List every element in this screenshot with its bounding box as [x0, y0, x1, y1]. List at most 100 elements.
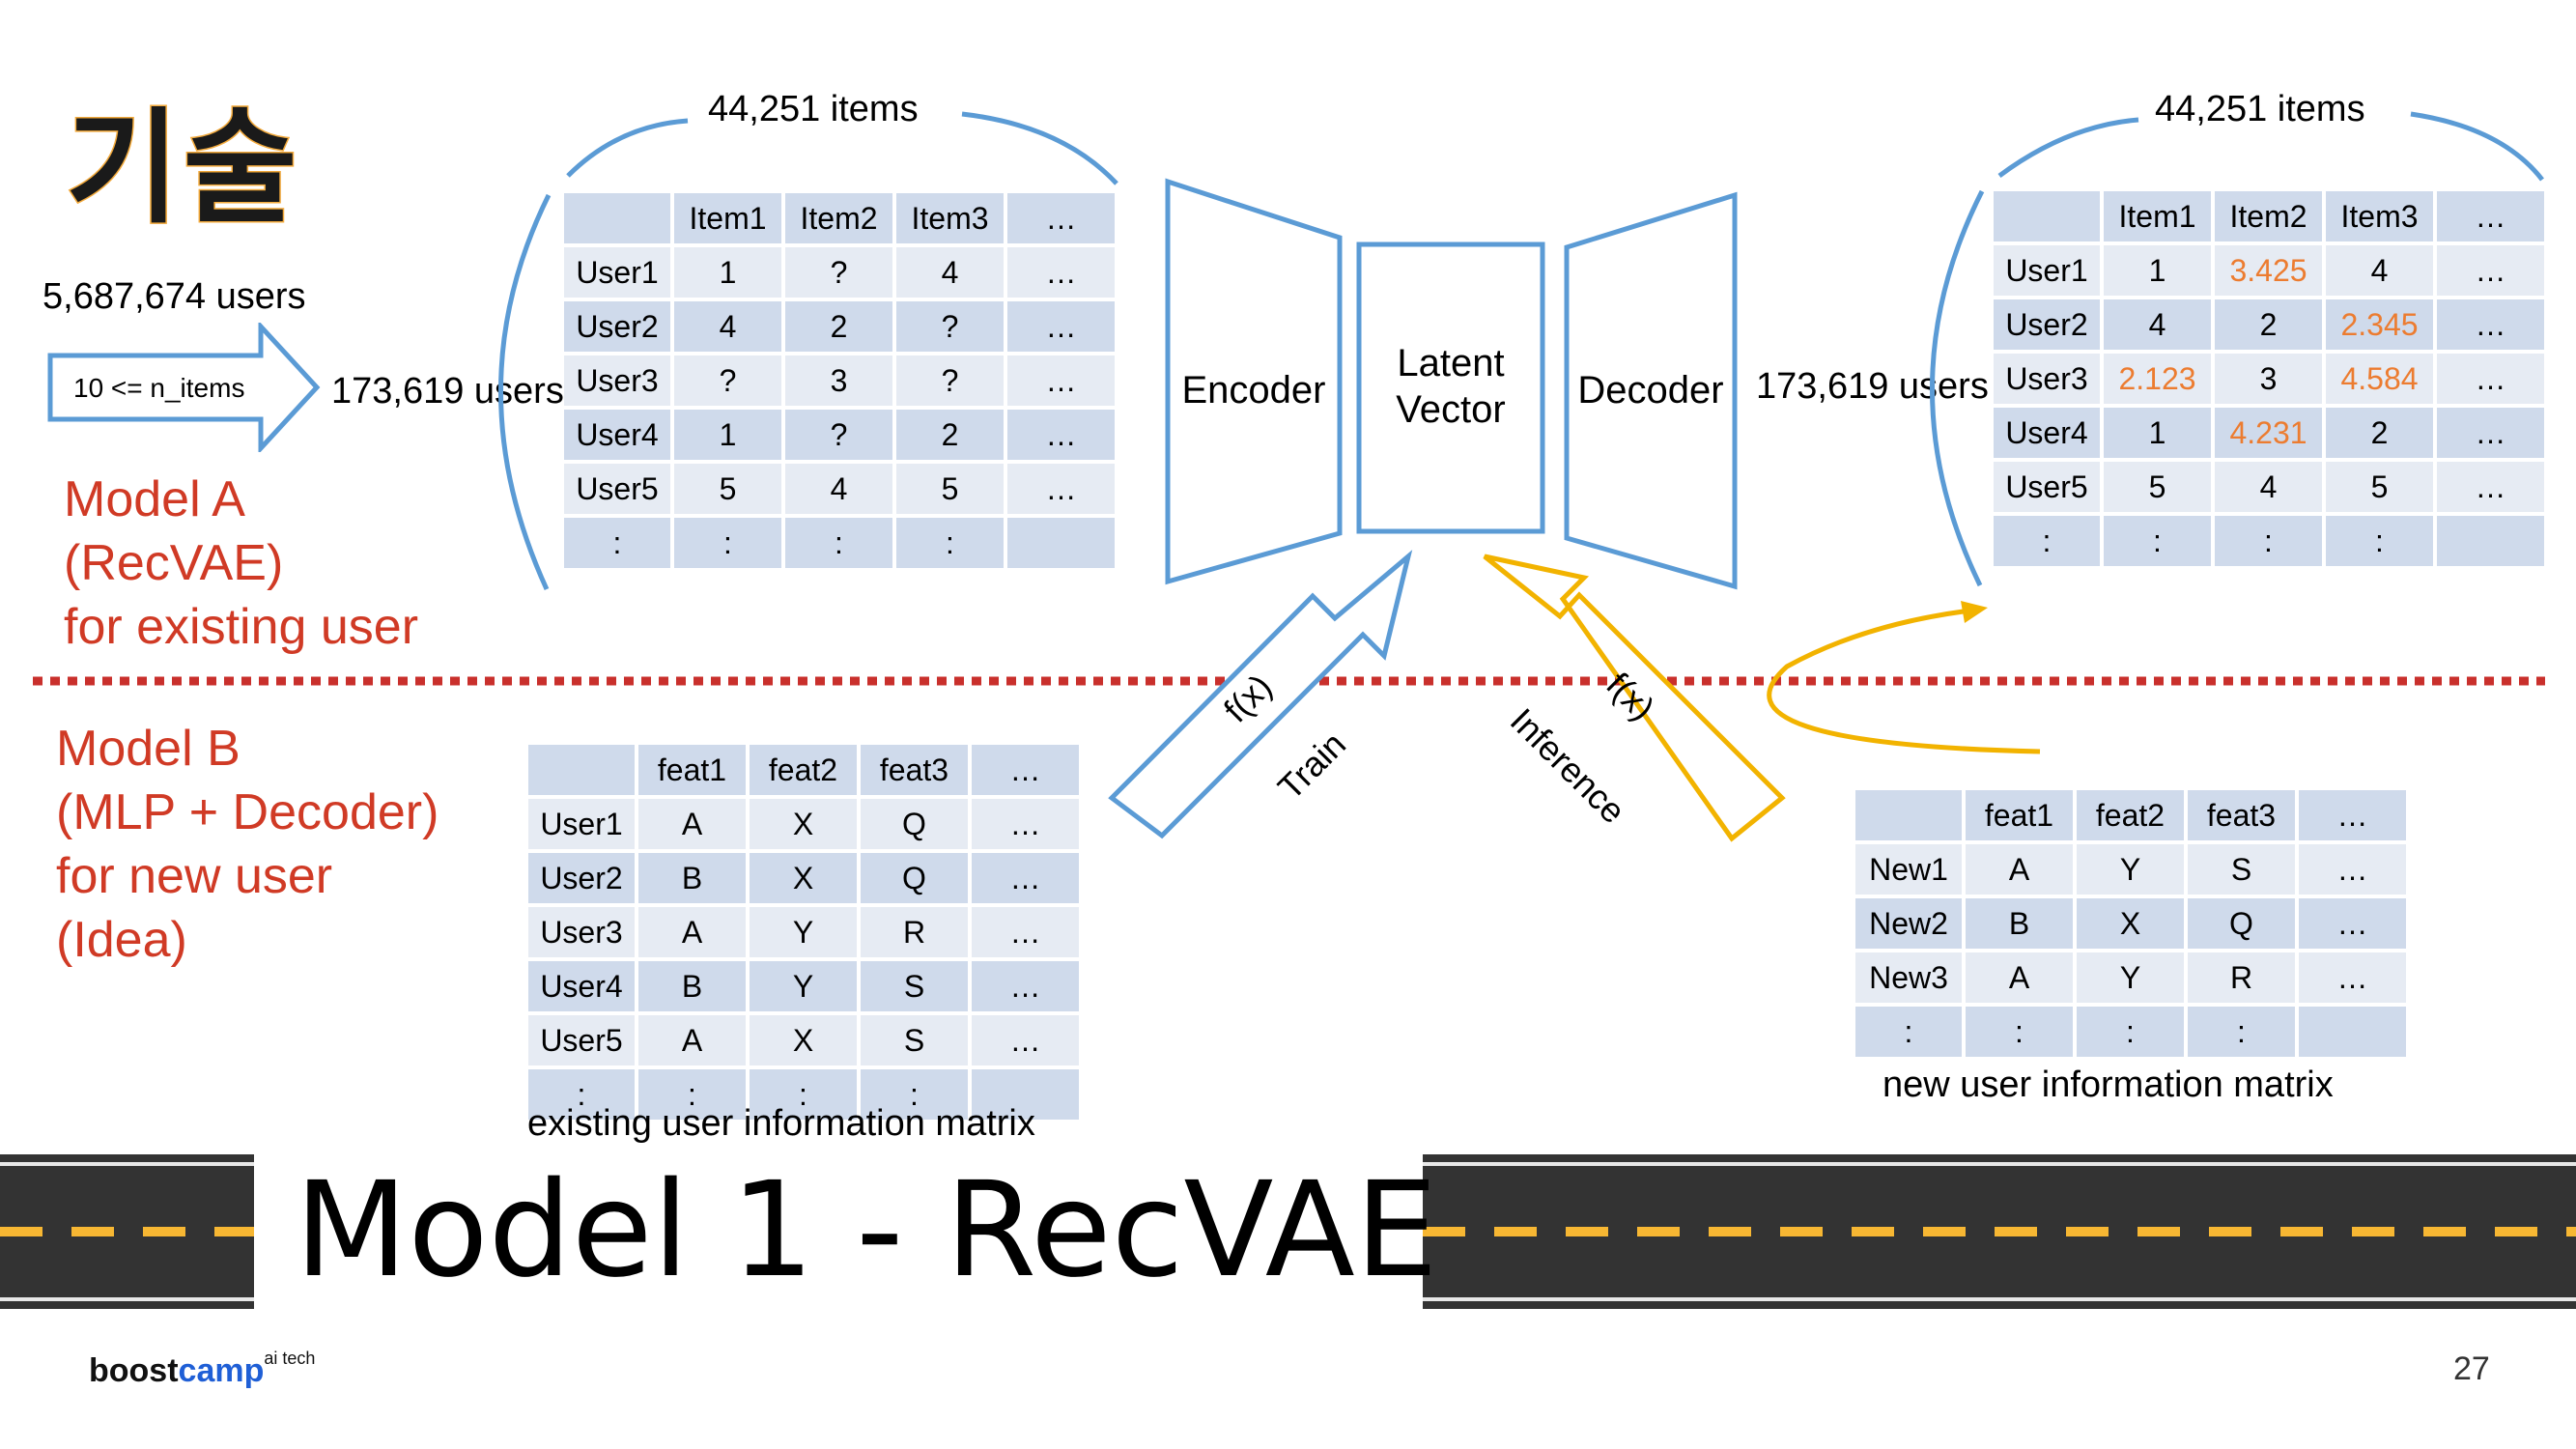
table-cell: X: [2077, 898, 2184, 949]
table-cell: :: [896, 518, 1004, 568]
table-cell: …: [1007, 355, 1115, 406]
table-cell: A: [1966, 844, 2073, 895]
table-header-cell: [564, 193, 670, 243]
table-cell: …: [972, 799, 1079, 849]
table-cell: A: [638, 907, 746, 957]
table-cell: :: [528, 1069, 635, 1120]
table-cell: X: [750, 853, 857, 903]
table-cell: 2: [785, 301, 892, 352]
encoder-shape: [1165, 178, 1343, 585]
table-header-cell: [1855, 790, 1962, 840]
table-cell: …: [2437, 354, 2544, 404]
table-cell: …: [972, 853, 1079, 903]
right-top-arc-right: [2410, 111, 2544, 182]
model-b-line-4: (Idea): [56, 912, 187, 968]
table-cell: User5: [528, 1015, 635, 1065]
table-cell: New3: [1855, 952, 1962, 1003]
table-cell: [972, 1069, 1079, 1120]
table-row: ::::: [564, 518, 1115, 568]
table-cell: 4: [2215, 462, 2322, 512]
table-cell: ?: [785, 410, 892, 460]
table-cell: ?: [674, 355, 781, 406]
table-cell: S: [2188, 844, 2295, 895]
table-header-cell: feat1: [1966, 790, 2073, 840]
total-users-label: 5,687,674 users: [42, 276, 306, 317]
table-cell: B: [638, 961, 746, 1011]
table-cell: 4.231: [2215, 408, 2322, 458]
right-top-arc-left: [1997, 117, 2139, 179]
table-cell: 1: [2104, 408, 2211, 458]
table-header-cell: feat3: [861, 745, 968, 795]
table-cell: User3: [528, 907, 635, 957]
table-cell: X: [750, 799, 857, 849]
table-header-cell: …: [1007, 193, 1115, 243]
table-row: ::::: [1994, 516, 2544, 566]
decoder-shape: [1564, 191, 1738, 590]
table-cell: :: [2188, 1007, 2295, 1057]
table-cell: 5: [896, 464, 1004, 514]
table-header-cell: [1994, 191, 2100, 242]
table-cell: 1: [674, 410, 781, 460]
table-cell: …: [972, 1015, 1079, 1065]
logo-sup: ai tech: [264, 1349, 316, 1368]
table-cell: A: [638, 1015, 746, 1065]
table-header-cell: Item1: [674, 193, 781, 243]
logo-part-1: boost: [89, 1352, 179, 1389]
latent-vector-label: Latent Vector: [1359, 340, 1543, 433]
table-row: User3?3?…: [564, 355, 1115, 406]
model-b-line-3: for new user: [56, 848, 333, 904]
table-header-cell: [528, 745, 635, 795]
table-cell: 4: [2104, 299, 2211, 350]
table-header-cell: Item2: [2215, 191, 2322, 242]
output-curve-arrowhead: [1961, 601, 1988, 623]
table-cell: User5: [564, 464, 670, 514]
table-cell: 3: [2215, 354, 2322, 404]
left-side-arc: [498, 193, 552, 591]
latent-label-line-1: Latent: [1397, 342, 1505, 384]
road-right: [1423, 1154, 2576, 1309]
filter-arrow: [47, 323, 321, 452]
table-cell: …: [1007, 301, 1115, 352]
table-cell: …: [2299, 952, 2406, 1003]
table-cell: A: [1966, 952, 2073, 1003]
table-cell: 1: [2104, 245, 2211, 296]
table-cell: :: [674, 518, 781, 568]
table-cell: Y: [2077, 952, 2184, 1003]
page-number: 27: [2453, 1350, 2490, 1387]
table-cell: 5: [2326, 462, 2433, 512]
model-b-description: Model B (MLP + Decoder) for new user (Id…: [56, 717, 439, 972]
slide-title: Model 1 - RecVAE: [295, 1154, 1438, 1307]
table-header-cell: feat2: [2077, 790, 2184, 840]
table-cell: …: [2437, 245, 2544, 296]
table-cell: User2: [1994, 299, 2100, 350]
existing-matrix-caption: existing user information matrix: [527, 1103, 1035, 1144]
table-cell: …: [1007, 410, 1115, 460]
table-cell: X: [750, 1015, 857, 1065]
table-cell: :: [638, 1069, 746, 1120]
table-cell: User3: [564, 355, 670, 406]
output-curve-arrow: [1767, 608, 2041, 754]
table-cell: :: [1966, 1007, 2073, 1057]
table-cell: 1: [674, 247, 781, 298]
table-cell: …: [972, 961, 1079, 1011]
table-cell: User2: [564, 301, 670, 352]
left-items-count: 44,251 items: [708, 89, 919, 129]
table-cell: …: [2299, 898, 2406, 949]
table-cell: 3.425: [2215, 245, 2322, 296]
table-header-cell: Item3: [2326, 191, 2433, 242]
table-header-cell: feat3: [2188, 790, 2295, 840]
